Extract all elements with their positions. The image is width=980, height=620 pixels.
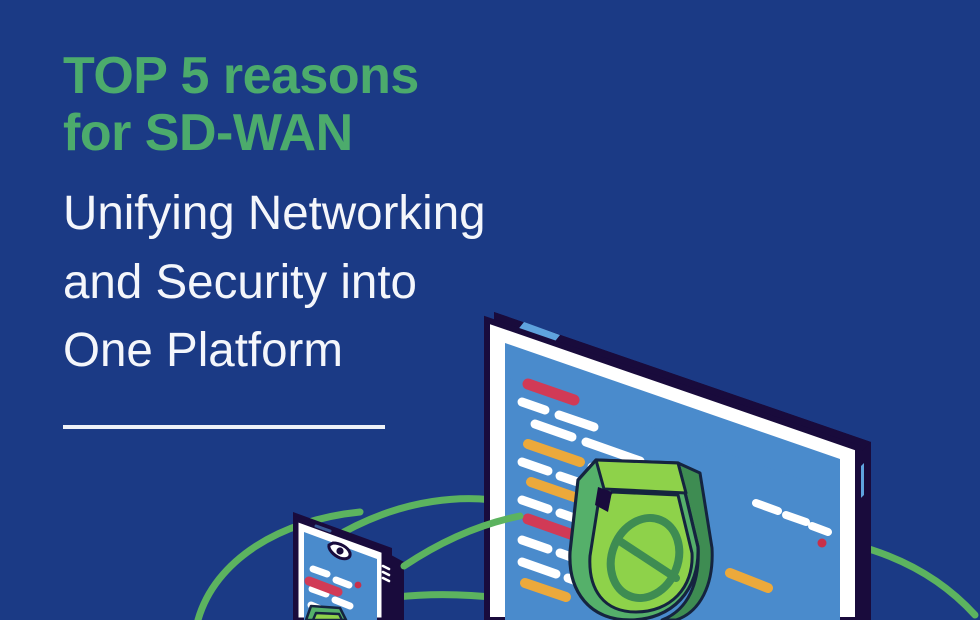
code-line-red-2 [522, 513, 582, 542]
phone-dash-1 [309, 565, 331, 578]
code-dash-right-3 [808, 522, 832, 536]
code-dash-right-1 [752, 499, 782, 515]
code-line-red-1 [522, 378, 580, 406]
shield-icon-phone [304, 604, 348, 620]
phone-screen-content [304, 565, 362, 620]
code-line-orange-3 [520, 578, 571, 602]
code-line-white-3 [530, 419, 577, 442]
blocked-symbol [606, 514, 684, 602]
code-line-white-1 [517, 397, 550, 415]
shield-notch [595, 487, 612, 512]
code-line-orange-1 [523, 439, 585, 467]
code-dash-right-2 [782, 511, 810, 526]
connector-arcs-foreground [400, 512, 524, 570]
desktop-monitor [484, 312, 871, 620]
hero-text-block: TOP 5 reasons for SD-WAN Unifying Networ… [63, 47, 683, 385]
code-line-white-4 [581, 437, 645, 466]
phone-bezel-outline [293, 515, 387, 620]
phone-notch [327, 541, 352, 561]
phone-dash-3 [308, 585, 330, 598]
code-line-orange-4 [725, 568, 773, 593]
phone-camera [336, 547, 344, 555]
title-divider [63, 425, 385, 429]
connector-arc-phone-to-monitor [400, 512, 524, 570]
status-dot-phone [354, 581, 362, 589]
code-line-white-6 [517, 457, 553, 476]
code-line-white-13 [517, 557, 561, 579]
page-title: TOP 5 reasons for SD-WAN [63, 47, 419, 163]
status-dot-monitor [817, 538, 827, 548]
shield-top-rim [594, 458, 688, 495]
phone-side-buttons [381, 564, 391, 583]
phone-shield-inner [311, 611, 344, 620]
smartphone [293, 512, 404, 620]
blocked-circle [606, 514, 684, 602]
code-line-white-2 [554, 410, 599, 432]
shield-icon-monitor [568, 458, 714, 620]
phone-speaker [314, 524, 332, 533]
phone-screen [304, 532, 377, 620]
blocked-slash [614, 536, 680, 582]
monitor-bezel-outline [484, 315, 861, 620]
phone-line-red [304, 576, 343, 597]
phone-dash-2 [332, 576, 353, 589]
phone-dash-4 [331, 596, 354, 610]
connector-arc-right [851, 541, 979, 619]
page-subtitle: Unifying Networking and Security into On… [63, 187, 486, 377]
code-line-orange-2 [526, 477, 585, 504]
code-line-white-11 [517, 535, 553, 554]
connector-arc-left [194, 508, 364, 620]
code-line-white-8 [517, 495, 553, 514]
